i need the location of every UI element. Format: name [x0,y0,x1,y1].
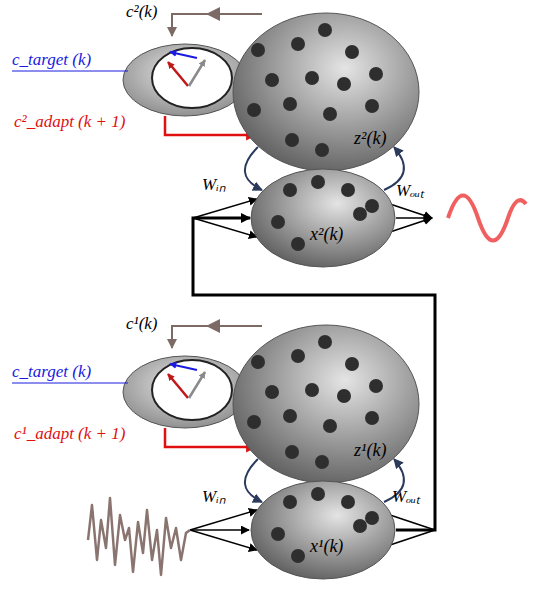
adapted-signal: c¹_adapt (k + 1) [14,424,125,444]
ellipse-outline [232,324,420,484]
ellipse-outline [250,168,396,268]
neuron-dot [365,411,379,425]
state-label: z²(k) [354,128,386,149]
neuron-dot [323,107,337,121]
neuron-dot [285,133,299,147]
neuron-dot [283,495,297,509]
neuron-dot [365,511,379,525]
neuron-dot [337,389,351,403]
neuron-dot [251,355,265,369]
connector-arrow [384,459,404,502]
state-label: x²(k) [310,224,343,245]
neuron-dot [315,455,329,469]
neuron-dot [271,215,285,229]
neuron-dot [251,43,265,57]
neuron-dot [341,495,355,509]
neuron-dot [365,99,379,113]
neuron-dot [265,385,279,399]
connector-arrow [193,218,435,530]
output-weights: Wₒᵤₜ [396,178,424,201]
neuron-dot [318,335,332,349]
ellipse-outline [250,480,396,580]
neuron-dot [369,67,383,81]
output-weights: Wₒᵤₜ [392,484,420,507]
neuron-dot [291,37,305,51]
state-ellipse: x¹(k) [250,480,396,580]
neuron-dot [311,175,325,189]
state-ellipse: x²(k) [250,168,396,268]
connector-arrow [384,147,404,190]
input-fan [193,199,257,237]
output-sine-wave [448,196,526,241]
neuron-dot [365,199,379,213]
neuron-dot [291,237,305,251]
neuron-dot [323,419,337,433]
neuron-dot [345,357,359,371]
ellipse-outline [232,12,420,172]
neuron-dot [283,409,297,423]
neuron-dot [247,415,261,429]
neuron-dot [285,445,299,459]
neuron-dot [337,77,351,91]
neuron-dot [311,487,325,501]
neuron-dot [283,97,297,111]
reservoir-ellipse: z¹(k) [232,324,420,484]
input-fan [190,510,257,550]
neuron-dot [247,103,261,117]
target-signal: c_target (k) [12,362,91,382]
connector-arrow [245,147,262,190]
controller-clock [12,319,262,447]
neuron-dot [345,45,359,59]
neuron-dot [305,71,319,85]
control-signal: c¹(k) [126,314,158,334]
target-signal: c_target (k) [12,50,91,70]
neuron-dot [305,383,319,397]
edge-layer [193,147,435,530]
neuron-dot [283,183,297,197]
neuron-dot [315,143,329,157]
reservoir-ellipse: z²(k) [232,12,420,172]
input-weights: Wᵢₙ [202,484,226,507]
neuron-dot [341,183,355,197]
neuron-dot [291,549,305,563]
neuron-dot [353,519,367,533]
input-weights: Wᵢₙ [202,172,226,195]
neuron-dots [247,23,383,563]
input-noise-signal [88,498,190,575]
neuron-dot [291,349,305,363]
neuron-dot [318,23,332,37]
connector-arrow [245,459,262,502]
control-signal: c²(k) [126,2,158,22]
neuron-dot [353,207,367,221]
state-label: z¹(k) [354,440,386,461]
neuron-dot [265,73,279,87]
state-label: x¹(k) [310,536,343,557]
neuron-dot [369,379,383,393]
controller-clock [12,7,262,135]
neuron-dot [271,527,285,541]
adapted-signal: c²_adapt (k + 1) [14,112,125,132]
